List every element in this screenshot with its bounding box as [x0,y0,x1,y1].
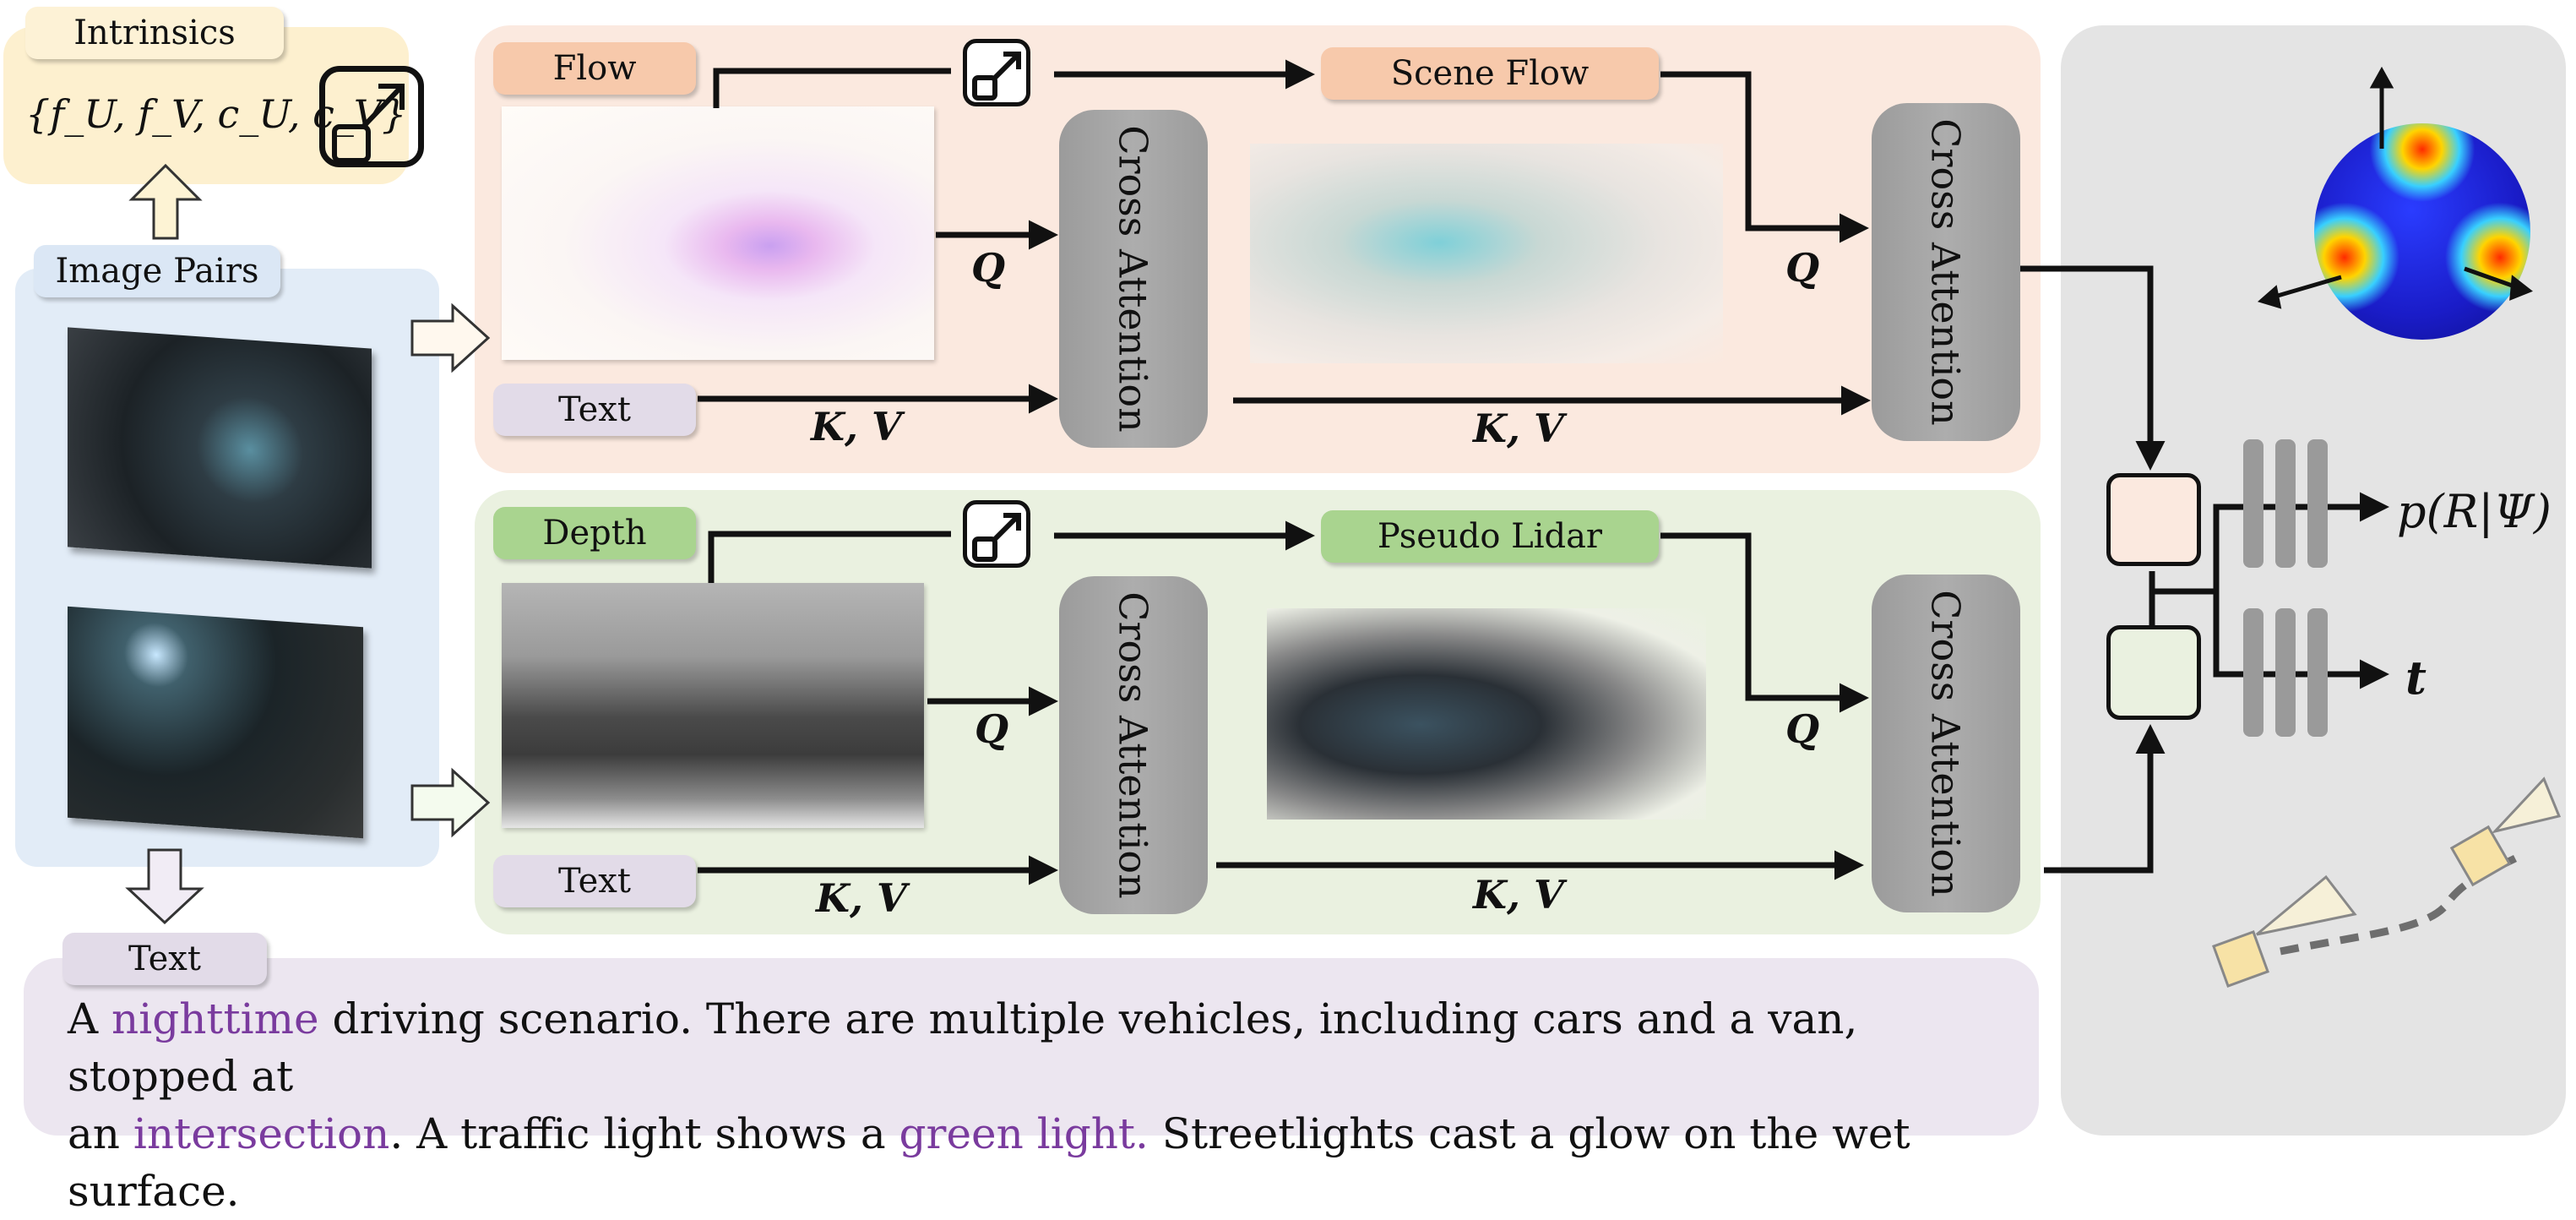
flow-kv-label-1: K, V [811,404,902,449]
flow-cross-attention-1: Cross Attention [1059,110,1208,448]
scene-flow-image [1250,144,1723,363]
flow-attn-out [2020,265,2166,471]
text-tag: Text [62,933,267,985]
depth-cross-attention-1: Cross Attention [1059,576,1208,914]
translation-output-label: t [2405,651,2427,705]
flow-tag: Flow [493,42,696,95]
sphere-axes [2257,66,2533,309]
depth-text-tag: Text [493,855,696,907]
scene-flow-tag: Scene Flow [1321,47,1659,100]
intrinsics-up-arrow [128,163,203,240]
merge-split-t [2213,591,2389,689]
text-description-panel [24,958,2039,1136]
image-to-depth-arrow [410,767,491,838]
depth-tag: Depth [493,507,696,559]
image-to-text-arrow [125,848,204,925]
resize-icon [319,66,424,167]
flow-kv-label-2: K, V [1473,406,1564,451]
depth-q-label-1: Q [975,706,1009,752]
desc-part: driving scenario. There are multiple veh… [68,994,1858,1101]
depth-attn-out [2044,724,2166,874]
sceneflow-q-arrow [1660,71,1869,243]
depth-cross-attention-2: Cross Attention [1872,575,2020,912]
pseudo-lidar-tag: Pseudo Lidar [1321,510,1659,563]
resize-icon-glyphs [332,52,1021,562]
flow-feature-box [2106,473,2201,566]
optical-flow-image [502,106,934,360]
intrinsics-tag: Intrinsics [25,7,284,59]
desc-highlight: nighttime [111,994,319,1043]
rotation-sphere [2314,123,2530,340]
depth-feature-box [2106,625,2201,720]
flow-text-tag: Text [493,384,696,436]
flow-q-label-1: Q [971,245,1006,291]
depth-map-image [502,583,924,828]
rotation-mlp [2243,439,2328,568]
flow-to-sceneflow-arrow [713,68,951,108]
camera-frustum-end [2449,776,2562,887]
image-pairs-tag: Image Pairs [34,245,280,297]
pseudo-lidar-image [1267,608,1706,820]
connectors [125,52,2562,988]
camera-frustum-start [2212,874,2357,988]
depth-kv-label-2: K, V [1473,872,1564,918]
image-to-flow-arrow [410,302,491,373]
merge-split [2152,492,2389,595]
depth-q-label-2: Q [1785,706,1820,752]
lidar-q-arrow [1660,532,1869,713]
desc-part: A [68,994,112,1043]
rotation-output-label: p(R|Ψ) [2397,485,2552,538]
flow-cross-attention-2: Cross Attention [1872,103,2020,441]
depth-kv-label-1: K, V [816,875,907,921]
translation-mlp [2243,608,2328,737]
flow-q-label-2: Q [1785,245,1820,291]
depth-to-lidar-arrow [708,531,951,583]
